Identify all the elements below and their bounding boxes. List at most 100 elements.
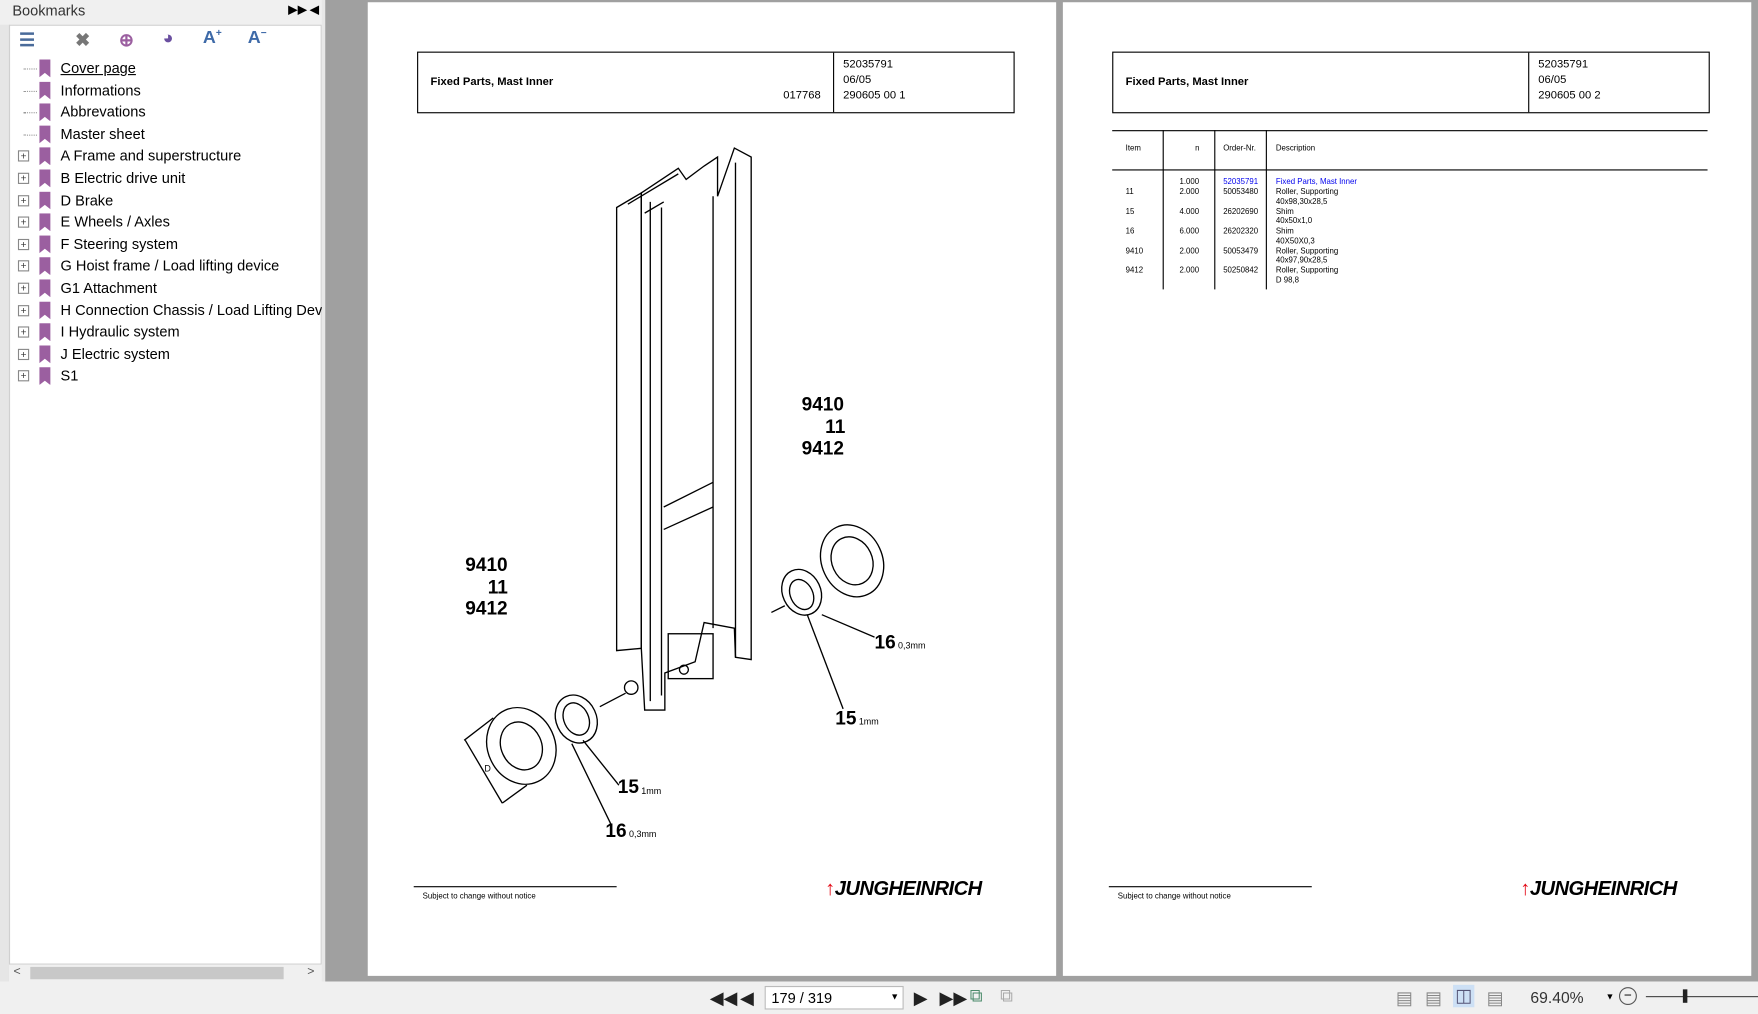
page-number-input[interactable]: 179 / 319▼ [764,985,904,1010]
options-icon[interactable]: ☰ [19,31,36,51]
zoom-level[interactable]: 69.40% [1530,988,1584,1007]
cell-description: 40x97,90x28,5 [1275,257,1328,265]
callout-11: 11 [825,417,846,438]
bookmark-label: Abbrevations [60,103,146,121]
bookmark-item[interactable]: +J Electric system [1,344,323,365]
expand-panel-icon[interactable]: ▶▶ [288,3,308,17]
bookmark-label: E Wheels / Axles [60,213,170,231]
previous-page-icon[interactable]: ◀ [739,989,754,1009]
jungheinrich-logo: ↑JUNGHEINRICH [825,877,982,900]
expand-icon[interactable]: + [17,172,30,184]
bookmark-label: Cover page [60,59,136,77]
bookmark-label: Master sheet [60,125,145,143]
bookmark-icon [39,213,51,232]
expand-icon[interactable]: + [17,282,30,294]
navigation-bar: ◀◀ ◀ 179 / 319▼ ▶ ▶▶ ⧉ ⧉ ▤ ▤ ◫ ▤ 69.40% … [0,981,1758,1014]
bookmark-item[interactable]: +D Brake [1,190,323,211]
bookmark-icon [39,301,51,320]
expand-icon[interactable]: + [17,194,30,206]
bookmark-item[interactable]: Cover page [1,58,323,79]
continuous-view-icon[interactable]: ▤ [1425,989,1442,1009]
text-smaller-icon[interactable]: A− [247,26,267,48]
expand-icon[interactable]: + [17,370,30,382]
cell-item: 11 [1125,188,1134,197]
expand-icon[interactable]: + [17,326,30,338]
bookmark-label: F Steering system [60,235,179,253]
page-title: Fixed Parts, Mast Inner [1125,76,1249,89]
bookmark-item[interactable]: + F Steering system [1,234,323,255]
bookmark-item[interactable]: + A Frame and superstructure [1,146,323,167]
bookmark-icon [39,323,51,342]
jungheinrich-logo: ↑JUNGHEINRICH [1520,877,1677,900]
two-page-view-icon[interactable]: ◫ [1453,984,1475,1008]
sheet-number: 290605 00 2 [1538,89,1601,103]
cell-description: Roller, Supporting [1275,247,1339,256]
bookmark-label: A Frame and superstructure [60,147,242,165]
two-page-continuous-view-icon[interactable]: ▤ [1486,989,1504,1009]
bookmark-item[interactable]: + E Wheels / Axles [1,212,323,233]
bookmark-icon [39,367,51,386]
cell-n: 2.000 [1179,188,1200,197]
scrollbar-thumb[interactable] [30,966,284,980]
bookmark-item[interactable]: Abbrevations [1,102,323,123]
zoom-out-icon[interactable]: − [1618,987,1637,1006]
zoom-dropdown-icon[interactable]: ▼ [1605,991,1615,1002]
delete-bookmark-icon[interactable]: ✖ [75,31,91,51]
goto-bookmark-icon[interactable]: ◕ [162,29,174,49]
column-header-description: Description [1275,144,1316,153]
bookmark-item[interactable]: Master sheet [1,124,323,145]
scroll-right-icon[interactable]: > [307,964,315,979]
expand-icon[interactable]: + [17,238,30,250]
bookmark-item[interactable]: +I Hydraulic system [1,322,323,343]
expand-icon[interactable]: + [17,216,30,228]
tree-line [23,112,37,114]
cell-order: 26202690 [1223,208,1259,216]
bookmark-icon [39,257,51,276]
zoom-slider[interactable] [1645,996,1758,998]
single-page-view-icon[interactable]: ▤ [1395,989,1413,1009]
previous-view-icon[interactable]: ⧉ [969,987,983,1007]
bookmark-item[interactable]: Informations [1,80,323,101]
bookmark-label: S1 [60,367,79,385]
expand-icon[interactable]: + [17,304,30,316]
page-header-box: Fixed Parts, Mast Inner 017768 52035791 … [417,51,1015,114]
bookmark-icon [39,81,51,100]
next-view-icon[interactable]: ⧉ [1000,987,1013,1007]
bookmark-icon [39,147,51,166]
collapse-panel-icon[interactable]: ◀ [309,3,319,17]
bookmark-item[interactable]: +G1 Attachment [1,278,323,299]
cell-order[interactable]: 52035791 [1223,178,1259,187]
bookmark-item[interactable]: +G Hoist frame / Load lifting device [1,256,323,277]
expand-icon[interactable]: + [17,150,30,162]
cell-order: 50250842 [1223,266,1259,275]
horizontal-scrollbar[interactable]: < > [8,964,322,982]
cell-n: 2.000 [1179,266,1200,275]
cell-order: 50053479 [1223,247,1259,256]
text-larger-icon[interactable]: A+ [202,26,222,48]
zoom-slider-thumb[interactable] [1682,989,1688,1003]
cell-order: 26202320 [1223,227,1259,236]
add-bookmark-icon[interactable]: ⊕ [118,31,134,51]
first-page-icon[interactable]: ◀◀ [709,989,738,1009]
column-header-n: n [1195,144,1200,153]
mast-profile [615,147,752,711]
cell-description: 40X50X0,3 [1275,237,1315,246]
dimension-label: 0,3mm [629,829,656,839]
scroll-left-icon[interactable]: < [13,964,21,979]
expand-icon[interactable]: + [17,260,30,272]
bookmark-item[interactable]: + B Electric drive unit [1,168,323,189]
expand-icon[interactable]: + [17,348,30,360]
cell-description: Fixed Parts, Mast Inner [1275,178,1358,187]
panel-title: Bookmarks [12,2,86,20]
last-page-icon[interactable]: ▶▶ [939,989,968,1009]
bookmark-item[interactable]: + S1 [1,366,323,387]
panel-splitter[interactable] [321,0,326,982]
bookmark-label: B Electric drive unit [60,169,186,187]
cell-description: 40x98,30x28,5 [1275,198,1328,207]
next-page-icon[interactable]: ▶ [913,989,928,1009]
dimension-label: 1mm [859,717,879,727]
bookmark-item[interactable]: +H Connection Chassis / Load Lifting Dev… [1,300,323,321]
dimension-label: 0,3mm [898,640,925,650]
